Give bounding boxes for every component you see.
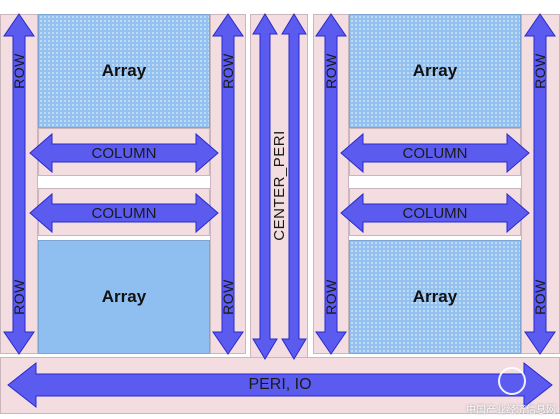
row-arrow-top-left	[3, 13, 35, 355]
row-label-bottom-left: ROW	[11, 279, 27, 315]
array-label: Array	[101, 287, 147, 306]
row-label-bottom-right: ROW	[532, 279, 548, 315]
row-label-top-inner-right: ROW	[323, 53, 339, 89]
peri-io-label: PERI, IO	[248, 376, 312, 393]
row-label-bottom-inner-right: ROW	[323, 279, 339, 315]
column-arrow-right-2	[340, 192, 530, 234]
watermark: 中国产业经济信息网	[466, 405, 556, 416]
column-label-left-1: COLUMN	[91, 144, 157, 162]
column-label-right-1: COLUMN	[402, 144, 468, 162]
array-top-left: Array	[38, 14, 210, 128]
array-label: Array	[101, 61, 147, 80]
column-label-right-2: COLUMN	[402, 204, 468, 222]
watermark-logo-icon	[498, 367, 526, 395]
peri-io-arrow	[7, 361, 553, 409]
column-arrow-left-2	[29, 192, 219, 234]
center-peri-arrow-right	[281, 13, 307, 360]
row-arrow-right	[524, 13, 556, 355]
array-bottom-left: Array	[38, 240, 210, 354]
array-top-right: Array	[349, 14, 521, 128]
row-label-top-left: ROW	[11, 53, 27, 89]
column-arrow-right-1	[340, 132, 530, 174]
column-label-left-2: COLUMN	[91, 204, 157, 222]
array-bottom-right: Array	[349, 240, 521, 354]
row-label-bottom-inner-left: ROW	[220, 279, 236, 315]
center-peri-label: CENTER_PERI	[270, 129, 288, 241]
center-peri-arrow-left	[252, 13, 278, 360]
array-label: Array	[412, 287, 458, 306]
row-arrow-inner-right	[315, 13, 347, 355]
row-label-top-inner-left: ROW	[220, 53, 236, 89]
array-label: Array	[412, 61, 458, 80]
row-label-top-right: ROW	[532, 53, 548, 89]
column-arrow-left-1	[29, 132, 219, 174]
row-arrow-inner-left	[212, 13, 244, 355]
